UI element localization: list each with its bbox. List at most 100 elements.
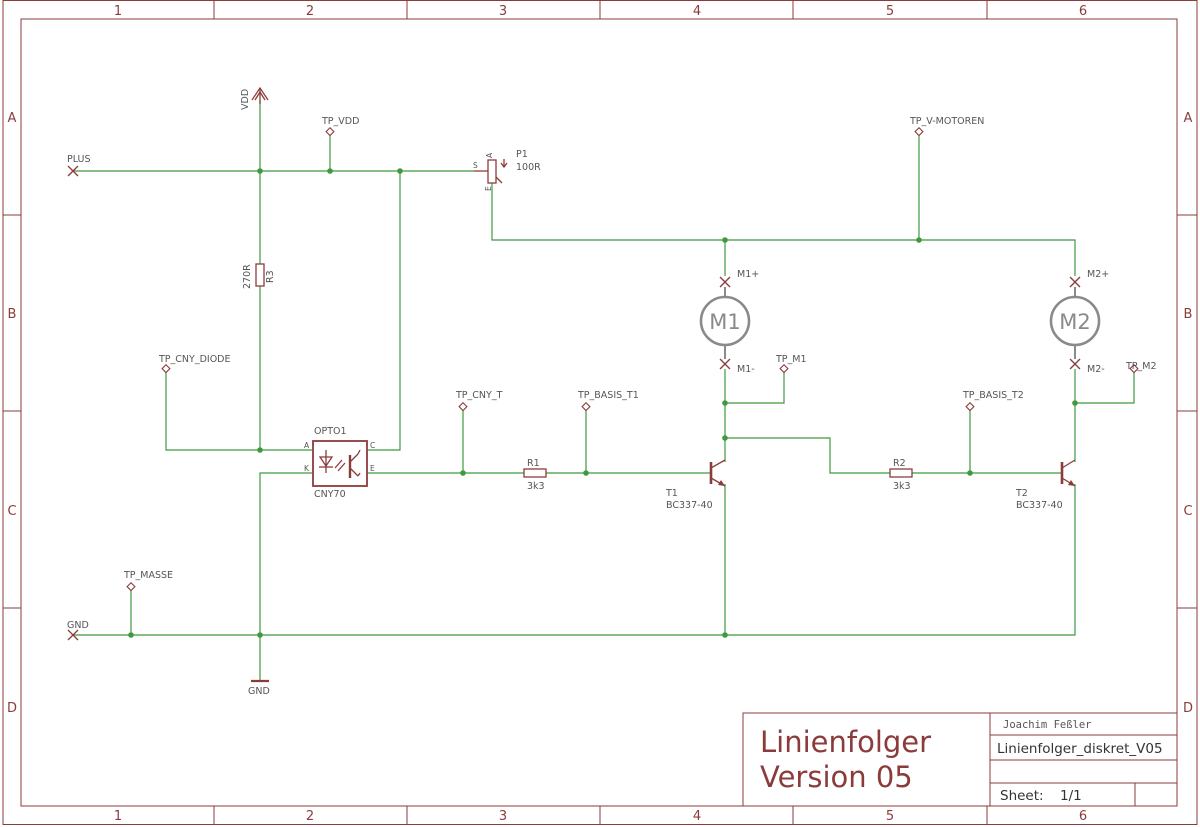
p1-potentiometer <box>474 159 508 184</box>
row-label-left: B <box>8 307 17 322</box>
tp-masse-diamond-icon <box>126 581 136 592</box>
t1-value-label: BC337-40 <box>666 500 713 511</box>
r3-value-label: 270R <box>242 264 253 289</box>
title-line-2: Version 05 <box>760 760 913 794</box>
tp-vdd-diamond-icon <box>325 126 335 137</box>
t2-value-label: BC337-40 <box>1016 500 1063 511</box>
r3-name-label: R3 <box>265 270 276 283</box>
col-label-top: 5 <box>886 4 894 19</box>
tp-basis-t2-diamond-icon <box>965 401 975 412</box>
tp-m1-label: TP_M1 <box>775 354 807 365</box>
col-label-top: 2 <box>306 4 314 19</box>
title-block: Linienfolger Version 05 Joachim Feßler L… <box>742 712 1178 807</box>
col-label-bottom: 6 <box>1079 809 1087 824</box>
t1-name-label: T1 <box>665 488 678 499</box>
col-label-top: 3 <box>499 4 507 19</box>
tp-basis-t2-label: TP_BASIS_T2 <box>962 390 1024 401</box>
tp-m1-diamond-icon <box>779 363 789 374</box>
p1-name-label: P1 <box>516 149 528 160</box>
t1-transistor <box>709 459 726 487</box>
r2-name-label: R2 <box>893 458 906 469</box>
tp-v-motoren-label: TP_V-MOTOREN <box>909 116 984 127</box>
p1-pin-s-label: S <box>473 161 478 170</box>
tp-basis-t1-diamond-icon <box>581 401 591 412</box>
t2-transistor <box>1060 459 1076 487</box>
r1-resistor <box>523 468 547 478</box>
row-label-right: D <box>1183 701 1193 716</box>
col-label-top: 1 <box>114 4 122 19</box>
col-label-top: 4 <box>693 4 701 19</box>
r2-resistor <box>889 468 913 478</box>
tp-cny-diode-diamond-icon <box>161 363 171 374</box>
col-label-bottom: 3 <box>499 809 507 824</box>
tp-m2-label: TP_M2 <box>1125 361 1157 372</box>
p1-pin-a-label: A <box>485 152 494 158</box>
tp-m2-diamond-icon <box>1129 363 1139 374</box>
col-label-bottom: 4 <box>693 809 701 824</box>
col-label-bottom: 2 <box>306 809 314 824</box>
col-label-bottom: 1 <box>114 809 122 824</box>
file-name: Linienfolger_diskret_V05 <box>997 741 1163 757</box>
m2-minus-x-icon <box>1069 358 1081 370</box>
t2-name-label: T2 <box>1015 488 1028 499</box>
motor-m1-label: M1 <box>709 310 740 334</box>
r1-name-label: R1 <box>527 458 540 469</box>
opto-pin-k-label: K <box>304 464 310 473</box>
labels: VDD PLUS GND GND TP_VDD TP_CNY_DIODE TP_… <box>67 89 1157 697</box>
row-label-left: A <box>8 111 17 126</box>
row-label-right: C <box>1183 504 1192 519</box>
row-label-left: D <box>7 701 17 716</box>
opto-name-label: OPTO1 <box>314 426 347 437</box>
m1-plus-x-icon <box>719 276 731 288</box>
inner-border <box>20 18 1178 807</box>
tp-cny-diode-label: TP_CNY_DIODE <box>158 354 231 365</box>
tp-vdd-label: TP_VDD <box>321 116 359 127</box>
r1-value-label: 3k3 <box>527 481 545 492</box>
r2-value-label: 3k3 <box>893 481 911 492</box>
opto-value-label: CNY70 <box>314 489 346 500</box>
col-label-top: 6 <box>1079 4 1087 19</box>
sheet-value: 1/1 <box>1060 788 1082 804</box>
row-label-right: B <box>1184 307 1193 322</box>
opto-pin-e-label: E <box>370 464 375 473</box>
col-label-bottom: 5 <box>886 809 894 824</box>
gnd-net-label: GND <box>67 620 89 631</box>
wires <box>73 100 1135 680</box>
test-points <box>126 126 1139 592</box>
tp-cny-t-label: TP_CNY_T <box>455 390 503 401</box>
motor-m2-label: M2 <box>1059 310 1090 334</box>
junctions <box>128 168 1078 638</box>
title-line-1: Linienfolger <box>760 725 931 759</box>
m2-plus-x-icon <box>1069 276 1081 288</box>
m2-minus-label: M2- <box>1087 364 1105 375</box>
gnd-symbol-label: GND <box>248 686 270 697</box>
row-label-right: A <box>1184 111 1193 126</box>
opto-pin-a-label: A <box>304 441 310 450</box>
gnd-pin-x-icon <box>67 629 79 641</box>
m1-plus-label: M1+ <box>737 269 759 280</box>
m2-plus-label: M2+ <box>1087 269 1109 280</box>
opto1-optocoupler <box>312 440 368 487</box>
tp-basis-t1-label: TP_BASIS_T1 <box>577 390 639 401</box>
row-label-left: C <box>7 504 16 519</box>
plus-pin-x-icon <box>67 165 79 177</box>
motor-m2: M2 <box>1049 287 1101 359</box>
tp-cny-t-diamond-icon <box>458 401 468 412</box>
motor-m1: M1 <box>699 287 751 359</box>
m1-minus-label: M1- <box>737 364 755 375</box>
vdd-label: VDD <box>240 89 251 110</box>
vdd-arrow-icon <box>251 86 269 104</box>
pin-marks <box>67 165 1081 641</box>
tp-v-motoren-diamond-icon <box>914 126 924 137</box>
plus-label: PLUS <box>67 154 91 165</box>
sheet-label: Sheet: <box>1000 788 1044 804</box>
opto-pin-c-label: C <box>370 441 375 450</box>
r3-resistor <box>255 263 265 287</box>
tp-masse-label: TP_MASSE <box>123 570 173 581</box>
m1-minus-x-icon <box>719 358 731 370</box>
p1-pin-e-label: E <box>484 186 493 191</box>
p1-value-label: 100R <box>516 162 541 173</box>
